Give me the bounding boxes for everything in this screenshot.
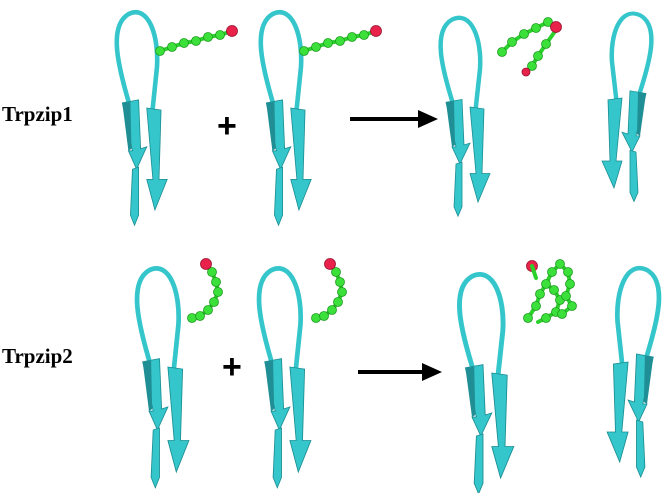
trpzip1-dimer-ligand xyxy=(497,17,562,77)
trpzip2-dimer-ligand xyxy=(523,259,577,324)
trpzip2-dimer xyxy=(459,259,659,493)
reaction-arrow-1 xyxy=(350,110,438,128)
trpzip2-ligand-a xyxy=(185,256,225,325)
trpzip2-monomer-a xyxy=(137,256,225,488)
trpzip1-ligand-a xyxy=(153,23,240,58)
trpzip2-monomer-b xyxy=(259,256,349,488)
trpzip1-ligand-b xyxy=(297,23,384,58)
plus-sign-1: + xyxy=(217,107,237,145)
row-label-trpzip1: Trpzip1 xyxy=(2,102,73,126)
row-label-trpzip2: Trpzip2 xyxy=(2,344,73,368)
plus-sign-2: + xyxy=(222,348,242,386)
trpzip1-dimer xyxy=(441,14,652,217)
trpzip2-ligand-b xyxy=(309,256,349,325)
reaction-arrow-2 xyxy=(358,363,442,381)
